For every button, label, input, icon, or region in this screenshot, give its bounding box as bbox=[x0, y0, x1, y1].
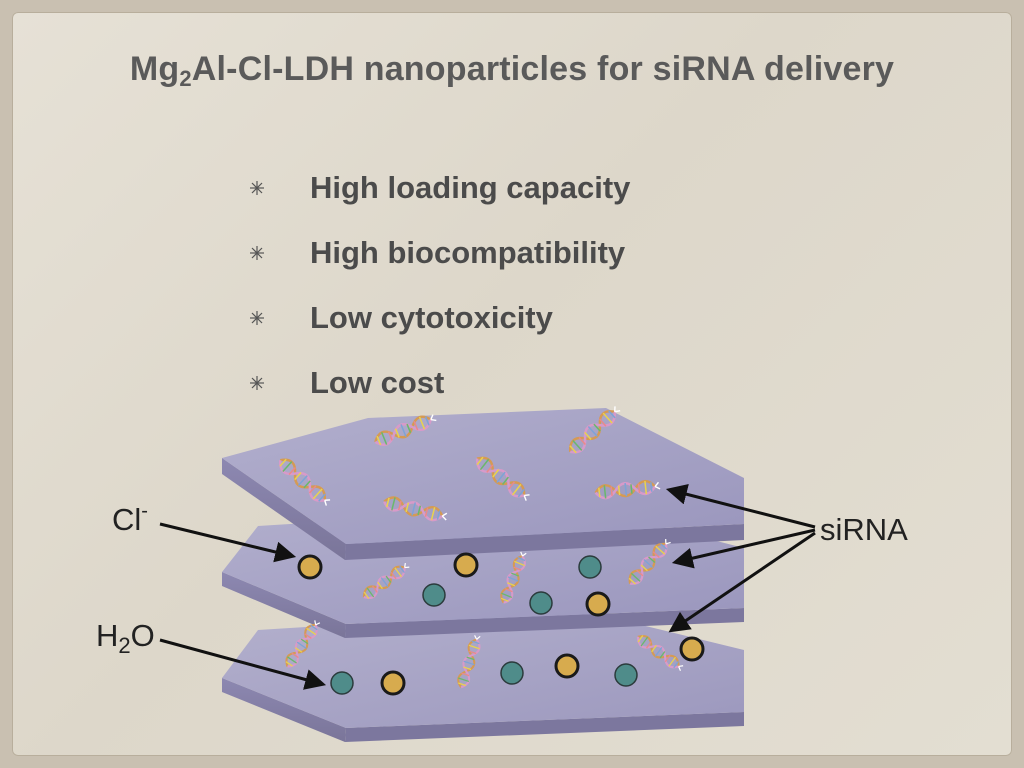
water-molecule bbox=[422, 583, 446, 607]
water-molecule bbox=[500, 661, 524, 685]
chloride-ion bbox=[554, 653, 580, 679]
feature-item: High loading capacity bbox=[248, 155, 630, 220]
chloride-ion bbox=[453, 552, 479, 578]
feature-text: High loading capacity bbox=[310, 169, 631, 205]
sirna-arrow bbox=[671, 528, 816, 569]
water-molecule bbox=[578, 555, 602, 579]
water-label: H2O bbox=[96, 618, 155, 658]
sirna-label: siRNA bbox=[820, 512, 908, 547]
feature-text: Low cost bbox=[310, 364, 445, 400]
chloride-ion bbox=[585, 591, 611, 617]
chloride-ion bbox=[380, 670, 406, 696]
water-molecule bbox=[330, 671, 354, 695]
sirna-arrow bbox=[665, 483, 816, 529]
water-molecule bbox=[614, 663, 638, 687]
asterisk-bullet-icon bbox=[250, 310, 264, 325]
slide-title: Mg2Al-Cl-LDH nanoparticles for siRNA del… bbox=[129, 50, 895, 91]
water-molecule bbox=[529, 591, 553, 615]
feature-item: High biocompatibility bbox=[248, 220, 630, 285]
chloride-label: Cl- bbox=[112, 500, 148, 537]
feature-text: Low cytotoxicity bbox=[310, 299, 553, 335]
asterisk-bullet-icon bbox=[250, 245, 264, 260]
feature-text: High biocompatibility bbox=[310, 234, 626, 270]
ldh-layer-bottom bbox=[222, 610, 744, 742]
feature-list: High loading capacity High biocompatibil… bbox=[248, 155, 630, 415]
chloride-ion bbox=[679, 636, 705, 662]
asterisk-bullet-icon bbox=[250, 375, 264, 390]
chloride-arrow bbox=[159, 522, 297, 563]
feature-item: Low cytotoxicity bbox=[248, 285, 630, 350]
ldh-layer-top bbox=[222, 408, 744, 560]
asterisk-bullet-icon bbox=[250, 180, 264, 195]
sirna-arrow bbox=[668, 531, 816, 633]
water-arrow bbox=[159, 638, 327, 690]
feature-item: Low cost bbox=[248, 350, 630, 415]
chloride-ion bbox=[297, 554, 323, 580]
